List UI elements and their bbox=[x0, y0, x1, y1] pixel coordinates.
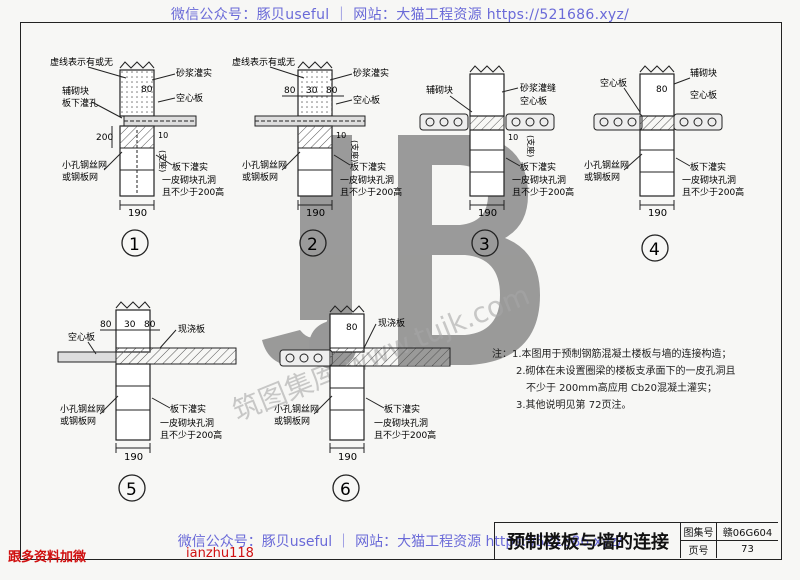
detail-1-number: 1 bbox=[129, 235, 140, 255]
detail-3: 190 10 辅砌块 砂浆灌缝 空心板 板下灌实 一皮砌块孔洞 且不少于200高… bbox=[419, 65, 574, 257]
svg-text:且不少于200高: 且不少于200高 bbox=[160, 429, 222, 441]
svg-text:80: 80 bbox=[100, 320, 112, 330]
svg-text:板下灌实: 板下灌实 bbox=[350, 161, 386, 173]
svg-text:200: 200 bbox=[96, 133, 113, 143]
detail-1: 190 200 80 10 虚线表示有或无 砂浆灌实 辅砌块 板下灌孔 空心板 … bbox=[50, 56, 224, 257]
atlas-label: 图集号 bbox=[680, 522, 716, 540]
svg-text:(支座): (支座) bbox=[350, 140, 360, 162]
svg-text:小孔钢丝网: 小孔钢丝网 bbox=[274, 403, 319, 415]
follow-label: 跟多资料加微 bbox=[8, 550, 87, 565]
svg-text:现浇板: 现浇板 bbox=[178, 323, 205, 335]
svg-text:190: 190 bbox=[478, 208, 497, 219]
atlas-value: 赣06G604 bbox=[716, 522, 778, 540]
svg-text:且不少于200高: 且不少于200高 bbox=[340, 186, 402, 198]
notes: 注：1.本图用于预制钢筋混凝土楼板与墙的连接构造； 2.砌体在未设置圈梁的楼板支… bbox=[492, 346, 736, 414]
svg-text:80: 80 bbox=[346, 323, 358, 333]
svg-text:(支座): (支座) bbox=[158, 150, 168, 172]
svg-text:10: 10 bbox=[508, 133, 518, 142]
svg-text:190: 190 bbox=[306, 208, 325, 219]
svg-text:砂浆灌缝: 砂浆灌缝 bbox=[520, 82, 556, 94]
svg-text:一皮砌块孔洞: 一皮砌块孔洞 bbox=[340, 174, 394, 186]
svg-text:空心板: 空心板 bbox=[600, 77, 627, 89]
svg-text:30: 30 bbox=[306, 86, 318, 96]
svg-text:30: 30 bbox=[124, 320, 136, 330]
detail-2: 190 80 30 80 10 虚线表示有或无 砂浆灌实 空心板 小孔钢丝网 或… bbox=[232, 56, 402, 257]
bottom-watermark: 微信公众号：豚贝useful ｜ 网站：大猫工程资源 https://52168… bbox=[177, 534, 623, 550]
svg-text:砂浆灌实: 砂浆灌实 bbox=[353, 67, 389, 79]
svg-text:且不少于200高: 且不少于200高 bbox=[682, 186, 744, 198]
svg-text:板下灌孔: 板下灌孔 bbox=[62, 97, 98, 109]
svg-text:空心板: 空心板 bbox=[353, 94, 380, 106]
svg-text:80: 80 bbox=[284, 86, 296, 96]
svg-text:虚线表示有或无: 虚线表示有或无 bbox=[232, 56, 295, 68]
svg-text:80: 80 bbox=[141, 85, 153, 95]
svg-text:板下灌实: 板下灌实 bbox=[520, 161, 556, 173]
svg-text:或钢板网: 或钢板网 bbox=[274, 415, 310, 427]
page-value: 73 bbox=[716, 540, 778, 558]
svg-text:空心板: 空心板 bbox=[68, 331, 95, 343]
svg-text:一皮砌块孔洞: 一皮砌块孔洞 bbox=[374, 417, 428, 429]
svg-text:辅砌块: 辅砌块 bbox=[62, 85, 89, 97]
top-watermark: 微信公众号：豚贝useful ｜ 网站：大猫工程资源 https://52168… bbox=[170, 7, 630, 23]
note-line: 注：1.本图用于预制钢筋混凝土楼板与墙的连接构造； bbox=[492, 349, 732, 360]
follow-id: ianzhu118 bbox=[186, 546, 254, 561]
dim-190: 190 bbox=[128, 208, 147, 219]
detail-6-number: 6 bbox=[340, 480, 351, 500]
drawing-title: 预制楼板与墙的连接 bbox=[494, 522, 681, 559]
drawing-frame bbox=[20, 22, 782, 560]
svg-text:板下灌实: 板下灌实 bbox=[384, 403, 420, 415]
svg-text:一皮砌块孔洞: 一皮砌块孔洞 bbox=[162, 174, 216, 186]
svg-text:或钢板网: 或钢板网 bbox=[60, 415, 96, 427]
detail-4: 190 80 空心板 辅砌块 空心板 小孔钢丝网 或钢板网 板下灌实 一皮砌块孔… bbox=[584, 65, 744, 262]
svg-text:空心板: 空心板 bbox=[176, 92, 203, 104]
detail-5-number: 5 bbox=[126, 480, 137, 500]
svg-text:或钢板网: 或钢板网 bbox=[242, 171, 278, 183]
note-line: 3.其他说明见第 72页注。 bbox=[516, 400, 632, 411]
detail-3-number: 3 bbox=[479, 235, 490, 255]
svg-text:190: 190 bbox=[648, 208, 667, 219]
svg-text:或钢板网: 或钢板网 bbox=[584, 171, 620, 183]
detail-6: 190 80 现浇板 小孔钢丝网 或钢板网 板下灌实 一皮砌块孔洞 且不少于20… bbox=[274, 305, 451, 502]
page-label: 页号 bbox=[680, 540, 716, 558]
svg-text:80: 80 bbox=[144, 320, 156, 330]
svg-text:空心板: 空心板 bbox=[690, 89, 717, 101]
title-block: 预制楼板与墙的连接 图集号 赣06G604 页号 73 bbox=[494, 522, 778, 559]
svg-text:190: 190 bbox=[124, 452, 143, 463]
svg-text:且不少于200高: 且不少于200高 bbox=[512, 186, 574, 198]
svg-text:一皮砌块孔洞: 一皮砌块孔洞 bbox=[160, 417, 214, 429]
svg-text:一皮砌块孔洞: 一皮砌块孔洞 bbox=[682, 174, 736, 186]
svg-text:小孔钢丝网: 小孔钢丝网 bbox=[584, 159, 629, 171]
svg-text:(支座): (支座) bbox=[526, 135, 536, 157]
svg-text:空心板: 空心板 bbox=[520, 95, 547, 107]
note-line: 不少于 200mm高应用 Cb20混凝土灌实； bbox=[526, 383, 717, 394]
detail-4-number: 4 bbox=[649, 240, 660, 260]
svg-text:虚线表示有或无: 虚线表示有或无 bbox=[50, 56, 113, 68]
svg-text:80: 80 bbox=[656, 85, 668, 95]
note-line: 2.砌体在未设置圈梁的楼板支承面下的一皮孔洞且 bbox=[516, 366, 736, 377]
svg-text:且不少于200高: 且不少于200高 bbox=[374, 429, 436, 441]
svg-text:或钢板网: 或钢板网 bbox=[62, 171, 98, 183]
svg-text:一皮砌块孔洞: 一皮砌块孔洞 bbox=[512, 174, 566, 186]
svg-text:板下灌实: 板下灌实 bbox=[690, 161, 726, 173]
detail-5: 190 80 30 80 空心板 现浇板 小孔钢丝网 或钢板网 板下灌实 一皮砌… bbox=[57, 301, 237, 502]
detail-2-number: 2 bbox=[307, 235, 318, 255]
svg-text:10: 10 bbox=[336, 131, 346, 140]
svg-text:辅砌块: 辅砌块 bbox=[426, 84, 453, 96]
svg-text:现浇板: 现浇板 bbox=[378, 317, 405, 329]
svg-text:砂浆灌实: 砂浆灌实 bbox=[176, 67, 212, 79]
svg-text:小孔钢丝网: 小孔钢丝网 bbox=[242, 159, 287, 171]
svg-text:辅砌块: 辅砌块 bbox=[690, 67, 717, 79]
svg-text:190: 190 bbox=[338, 452, 357, 463]
svg-text:小孔钢丝网: 小孔钢丝网 bbox=[60, 403, 105, 415]
svg-text:板下灌实: 板下灌实 bbox=[170, 403, 206, 415]
svg-text:板下灌实: 板下灌实 bbox=[172, 161, 208, 173]
svg-text:10: 10 bbox=[158, 131, 168, 140]
svg-text:80: 80 bbox=[326, 86, 338, 96]
svg-text:小孔钢丝网: 小孔钢丝网 bbox=[62, 159, 107, 171]
svg-text:且不少于200高: 且不少于200高 bbox=[162, 186, 224, 198]
